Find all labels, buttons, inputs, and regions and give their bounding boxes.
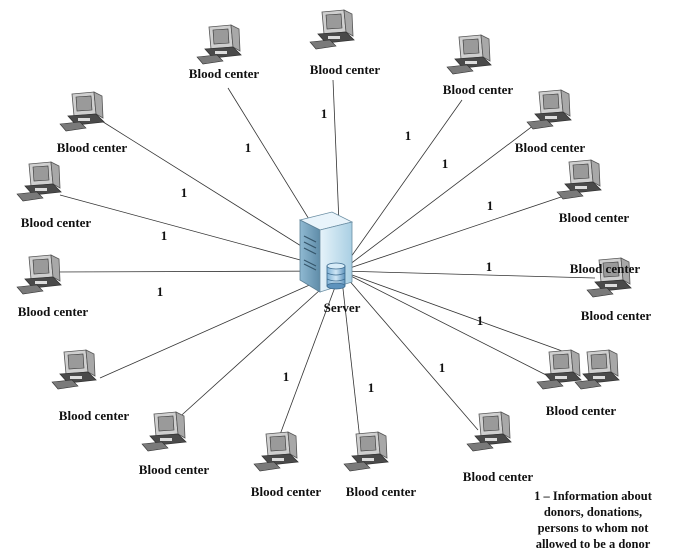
blood-center-label: Blood center [559,210,630,225]
blood-center-label: Blood center [515,140,586,155]
edge-label: 1 [439,360,446,375]
blood-center-label: Blood center [581,308,652,323]
computer-icon [574,349,620,390]
blood-center-label: Blood center [310,62,381,77]
edge-label: 1 [181,185,188,200]
blood-center-nodes: Blood center Blood center Blood center B… [16,9,652,499]
legend-line: 1 – Information about [534,489,652,503]
computer-icon [16,161,62,202]
computer-icon [16,254,62,295]
connection-line [340,270,479,431]
computer-icon [196,24,242,65]
computer-icon [586,257,632,298]
computer-icon [466,411,512,452]
connection-line [99,270,342,379]
connection-line [51,268,342,274]
blood-center-label: Blood center [570,261,641,276]
legend-line: allowed to be a donor [535,537,651,551]
edge-label: 1 [157,284,164,299]
edge-label: 1 [442,156,449,171]
edge-label: 1 [368,380,375,395]
connection-line [338,270,361,441]
connection-line [162,270,342,433]
computer-icon [343,431,389,472]
edge-label: 1 [486,259,493,274]
computer-icon [51,349,97,390]
legend: 1 – Information about donors, donations,… [510,488,676,552]
blood-center-label: Blood center [57,140,128,155]
connection-line [277,270,342,441]
connection-line [340,121,539,272]
connection-lines: 1 1 1 1 1 1 1 1 1 1 1 1 1 [51,79,596,441]
connection-line [59,194,342,273]
computer-icon [141,411,187,452]
computer-icon [536,349,582,390]
edge-label: 1 [321,106,328,121]
edge-label: 1 [477,313,484,328]
computer-icon [309,9,355,50]
legend-line: donors, donations, [543,505,643,519]
blood-center-label: Blood center [59,408,130,423]
computer-icon [253,431,299,472]
connection-line [340,193,571,273]
blood-center-label: Blood center [21,215,92,230]
server-node [298,211,354,293]
connection-line [340,268,596,279]
connection-line [340,270,553,379]
computer-icon [59,91,105,132]
legend-line: persons to whom not [537,521,649,535]
edge-label: 1 [283,369,290,384]
edge-label: 1 [245,140,252,155]
computer-icon [446,34,492,75]
blood-center-label: Blood center [251,484,322,499]
server-icon [298,211,354,293]
blood-center-label: Blood center [189,66,260,81]
edge-label: 1 [487,198,494,213]
server-label: Server [324,300,361,315]
blood-center-label: Blood center [443,82,514,97]
blood-center-label: Blood center [546,403,617,418]
database-icon [326,262,346,290]
edge-label: 1 [161,228,168,243]
blood-center-label: Blood center [139,462,210,477]
blood-center-label: Blood center [18,304,89,319]
connection-line [340,270,577,357]
blood-center-label: Blood center [346,484,417,499]
edge-label: 1 [405,128,412,143]
blood-center-label: Blood center [463,469,534,484]
computer-icon [526,89,572,130]
computer-icon [556,159,602,200]
connection-line [340,99,463,272]
